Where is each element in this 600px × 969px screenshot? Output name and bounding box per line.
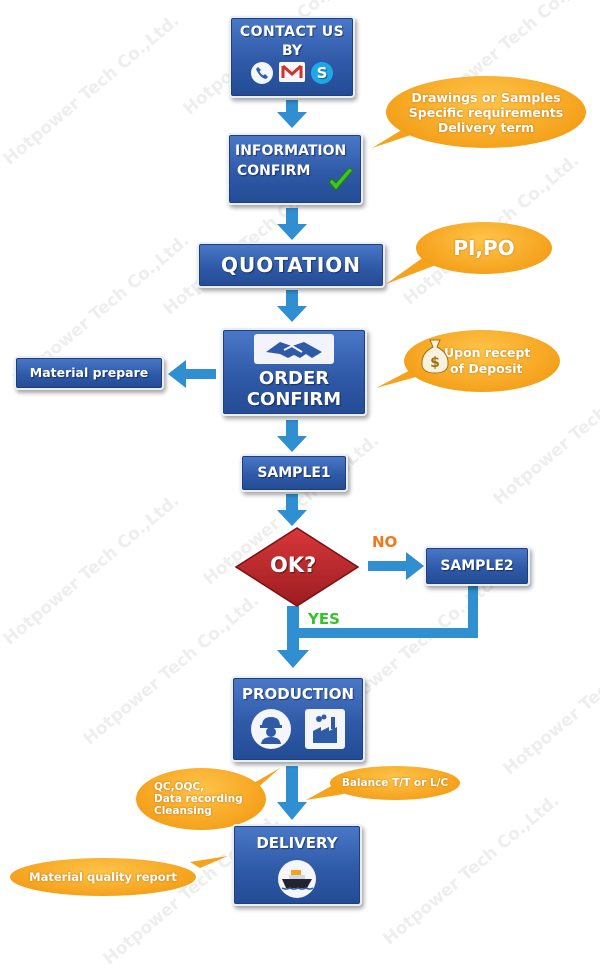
sample2-label: SAMPLE2 [440,558,514,574]
step-sample2: SAMPLE2 [424,546,530,586]
note-line: Balance T/T or L/C [341,777,449,789]
contact-by: BY [281,43,303,59]
branch-yes-label: YES [308,610,340,628]
checkmark-icon [327,167,355,195]
step-production: PRODUCTION [231,676,365,762]
ship-icon [278,860,316,898]
note-line: Delivery term [437,119,535,135]
production-label: PRODUCTION [241,685,355,703]
step-order-confirm: ORDER CONFIRM [221,328,367,416]
arrow-down [277,100,307,128]
phone-icon [251,62,273,84]
note-balance: Balance T/T or L/C [330,766,460,800]
money-bag-icon: $ [420,338,450,374]
note-line: Drawings or Samples [411,89,561,105]
note-quotation-docs: PI,PO [416,222,552,274]
arrow-right [368,552,424,580]
arrow-down [277,494,307,526]
step-quotation: QUOTATION [197,242,385,288]
note-line: PI,PO [453,236,515,260]
information-title: INFORMATION [235,143,347,159]
step-delivery: DELIVERY [232,824,362,906]
decision-label: OK? [270,553,317,577]
order-title: ORDER [258,368,330,389]
arrow-down [277,208,307,240]
loop-connector [298,586,478,638]
arrow-down [277,290,307,322]
flow-connectors [168,100,478,868]
information-confirm: CONFIRM [237,163,311,179]
material-label: Material prepare [29,365,149,380]
production-icons [233,709,363,749]
note-line: QC,OQC, [154,781,205,793]
arrow-down [277,766,307,820]
decision-diamond [234,527,360,607]
note-qc: QC,OQC, Data recording Cleansing [136,768,266,830]
step-material-prepare: Material prepare [14,356,164,390]
note-quality-report: Material quality report [10,858,196,896]
step-sample1: SAMPLE1 [240,454,348,492]
contact-title: CONTACT US [239,24,345,40]
arrow-down [277,606,309,668]
svg-text:$: $ [430,355,440,371]
mail-icon [279,62,305,82]
order-confirm: CONFIRM [246,389,342,410]
arrows [168,100,478,820]
factory-icon [305,709,345,749]
delivery-label: DELIVERY [256,834,338,852]
bubble-tail [190,856,228,868]
skype-icon: S [311,62,333,84]
arrow-down [277,420,307,452]
worker-icon [251,709,291,749]
note-line: Data recording [154,793,243,805]
step-information-confirm: INFORMATION CONFIRM [227,133,363,205]
note-line: Cleansing [154,805,212,817]
quotation-label: QUOTATION [220,253,362,277]
note-line: Upon recept [444,345,531,360]
note-line: Specific requirements [408,104,564,120]
note-line: of Deposit [450,361,523,376]
contact-icons: S [231,62,353,84]
handshake-icon [254,334,334,364]
note-line: Material quality report [29,870,177,884]
step-contact: CONTACT US BY S [229,16,355,98]
sample1-label: SAMPLE1 [257,465,331,481]
note-contact-requirements: Drawings or Samples Specific requirement… [386,76,586,148]
branch-no-label: NO [372,533,398,551]
arrow-left [168,360,216,388]
